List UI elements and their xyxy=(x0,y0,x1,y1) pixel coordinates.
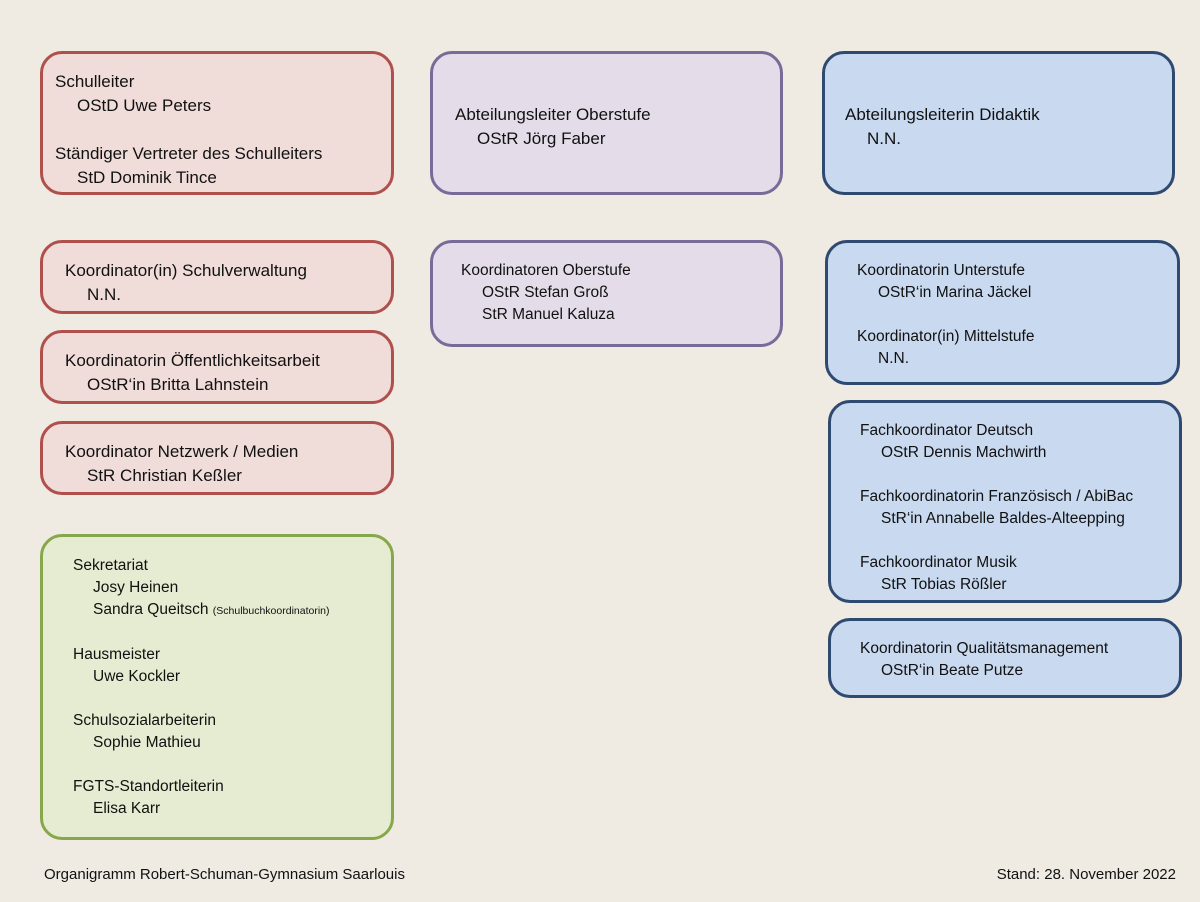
person-name: OStR Stefan Groß xyxy=(482,284,609,301)
group-schulsozialarbeit: Schulsozialarbeiterin Sophie Mathieu xyxy=(73,710,391,754)
group-sekretariat: Sekretariat Josy Heinen Sandra Queitsch … xyxy=(73,555,391,622)
role-title: Hausmeister xyxy=(73,646,160,663)
footer-date: Stand: 28. November 2022 xyxy=(996,866,1176,883)
group-franzoesisch: Fachkoordinatorin Französisch / AbiBac S… xyxy=(860,486,1179,530)
person-name: OStR Jörg Faber xyxy=(477,129,606,148)
role-title: Ständiger Vertreter des Schulleiters xyxy=(55,144,323,163)
role-title: Schulsozialarbeiterin xyxy=(73,712,217,729)
role-title: Koordinatorin Öffentlichkeitsarbeit xyxy=(65,351,320,370)
role-title: Sekretariat xyxy=(73,557,148,574)
person-name: StR Christian Keßler xyxy=(87,466,242,485)
group-deutsch: Fachkoordinator Deutsch OStR Dennis Mach… xyxy=(860,420,1179,464)
box-abteilungsleiter-oberstufe: Abteilungsleiter Oberstufe OStR Jörg Fab… xyxy=(430,51,783,195)
role-title: Fachkoordinatorin Französisch / AbiBac xyxy=(860,488,1134,505)
group-fgts: FGTS-Standortleiterin Elisa Karr xyxy=(73,776,391,820)
person-name: OStR‘in Marina Jäckel xyxy=(878,284,1032,301)
person-name: StR Tobias Rößler xyxy=(881,576,1007,593)
person-name-with-note: Sandra Queitsch (Schulbuchkoordinatorin) xyxy=(73,599,391,622)
role-title: Koordinator(in) Schulverwaltung xyxy=(65,261,307,280)
role-title: Koordinatorin Qualitätsmanagement xyxy=(860,640,1109,657)
person-name: Sandra Queitsch xyxy=(93,601,209,618)
person-name: StR‘in Annabelle Baldes-Alteepping xyxy=(881,510,1125,527)
person-name: OStR‘in Britta Lahnstein xyxy=(87,375,269,394)
person-name: OStR‘in Beate Putze xyxy=(881,662,1024,679)
role-title: Schulleiter xyxy=(55,72,135,91)
box-unter-mittelstufe: Koordinatorin Unterstufe OStR‘in Marina … xyxy=(825,240,1180,385)
box-schulleitung: Schulleiter OStD Uwe Peters Ständiger Ve… xyxy=(40,51,394,195)
role-title: FGTS-Standortleiterin xyxy=(73,778,224,795)
group-vertreter: Ständiger Vertreter des Schulleiters StD… xyxy=(55,142,391,190)
box-abteilungsleiterin-didaktik: Abteilungsleiterin Didaktik N.N. xyxy=(822,51,1175,195)
role-title: Abteilungsleiter Oberstufe xyxy=(455,105,651,124)
group-musik: Fachkoordinator Musik StR Tobias Rößler xyxy=(860,552,1179,596)
role-title: Koordinator(in) Mittelstufe xyxy=(857,328,1035,345)
role-title: Fachkoordinator Deutsch xyxy=(860,422,1034,439)
box-netzwerk-medien: Koordinator Netzwerk / Medien StR Christ… xyxy=(40,421,394,495)
box-personal: Sekretariat Josy Heinen Sandra Queitsch … xyxy=(40,534,394,840)
role-title: Koordinatoren Oberstufe xyxy=(461,262,631,279)
group-hausmeister: Hausmeister Uwe Kockler xyxy=(73,644,391,688)
person-name: N.N. xyxy=(87,285,121,304)
person-name: Sophie Mathieu xyxy=(93,734,201,751)
role-title: Fachkoordinator Musik xyxy=(860,554,1017,571)
person-name: StD Dominik Tince xyxy=(77,168,217,187)
footer-title: Organigramm Robert-Schuman-Gymnasium Saa… xyxy=(44,866,405,883)
person-name: Josy Heinen xyxy=(93,579,179,596)
group-unterstufe: Koordinatorin Unterstufe OStR‘in Marina … xyxy=(857,260,1177,304)
person-name: N.N. xyxy=(878,350,909,367)
box-fachkoordination: Fachkoordinator Deutsch OStR Dennis Mach… xyxy=(828,400,1182,603)
group-schulleiter: Schulleiter OStD Uwe Peters xyxy=(55,70,391,118)
box-koordinatoren-oberstufe: Koordinatoren Oberstufe OStR Stefan Groß… xyxy=(430,240,783,347)
role-title: Abteilungsleiterin Didaktik xyxy=(845,105,1040,124)
person-name: OStR Dennis Machwirth xyxy=(881,444,1047,461)
role-note: (Schulbuchkoordinatorin) xyxy=(212,605,330,617)
box-schulverwaltung: Koordinator(in) Schulverwaltung N.N. xyxy=(40,240,394,314)
role-title: Koordinatorin Unterstufe xyxy=(857,262,1026,279)
person-name: Uwe Kockler xyxy=(93,668,180,685)
group-mittelstufe: Koordinator(in) Mittelstufe N.N. xyxy=(857,326,1177,370)
person-name: N.N. xyxy=(867,129,901,148)
box-qualitaetsmanagement: Koordinatorin Qualitätsmanagement OStR‘i… xyxy=(828,618,1182,698)
person-name: Elisa Karr xyxy=(93,800,161,817)
person-name: OStD Uwe Peters xyxy=(77,96,212,115)
person-name: StR Manuel Kaluza xyxy=(482,306,615,323)
box-oeffentlichkeitsarbeit: Koordinatorin Öffentlichkeitsarbeit OStR… xyxy=(40,330,394,404)
role-title: Koordinator Netzwerk / Medien xyxy=(65,442,299,461)
